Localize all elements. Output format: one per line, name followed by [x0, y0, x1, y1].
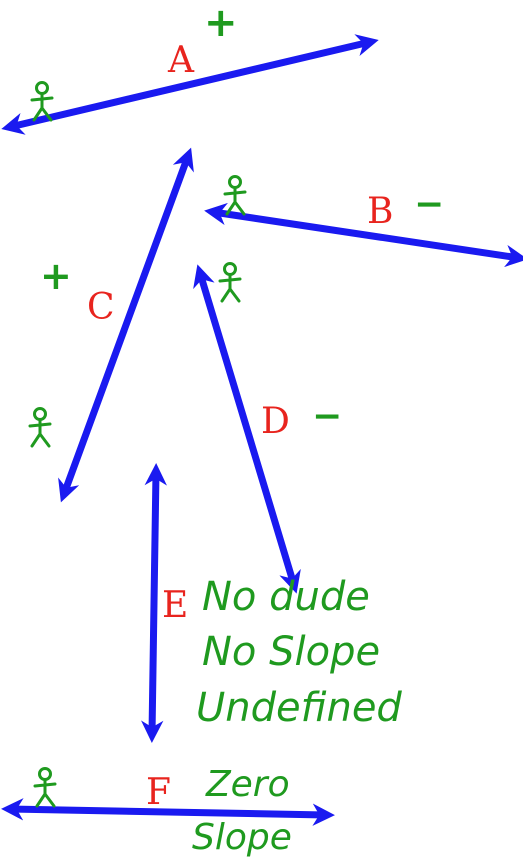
line-c-slope-sign: +: [40, 254, 72, 298]
stick-figure-icon: [223, 175, 247, 216]
stick-figure-icon: [218, 262, 242, 303]
line-e: [141, 463, 167, 743]
line-b-label: B: [367, 191, 393, 232]
line-e-note-3: Undefined: [196, 685, 402, 731]
line-e-note-2: No Slope: [202, 629, 380, 675]
line-b-slope-sign: −: [414, 184, 444, 225]
stick-figure-icon: [28, 407, 52, 448]
line-a-slope-sign: +: [204, 0, 238, 46]
line-d: [193, 264, 301, 594]
line-f-label: F: [146, 772, 171, 813]
line-c: [58, 147, 194, 503]
line-f: [1, 798, 335, 826]
line-e-note-1: No dude: [202, 574, 370, 620]
line-d-label: D: [261, 401, 290, 442]
line-f-note-2: Slope: [192, 817, 292, 858]
line-e-label: E: [162, 585, 188, 626]
stick-figure-icon: [33, 767, 57, 808]
line-c-label: C: [87, 287, 115, 328]
line-a-label: A: [167, 40, 195, 81]
line-b: [204, 202, 523, 268]
line-f-note-1: Zero: [205, 764, 290, 805]
line-d-slope-sign: −: [312, 396, 342, 437]
line-a: [1, 34, 379, 135]
